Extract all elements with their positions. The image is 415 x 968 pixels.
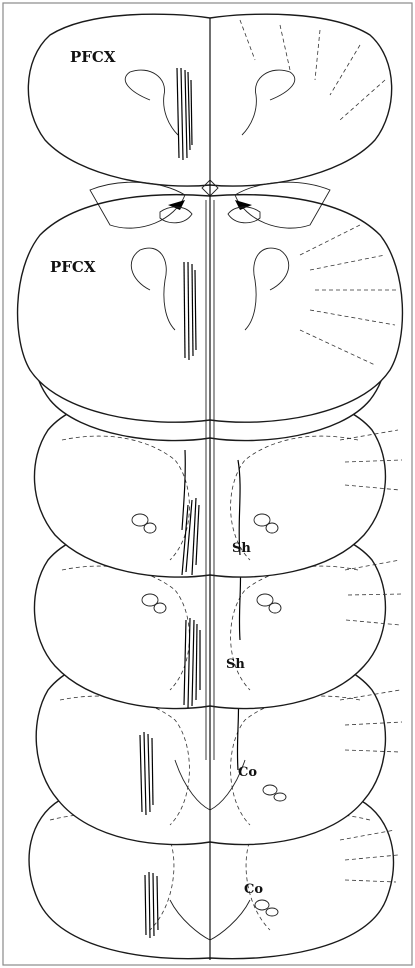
label-co-2: Co <box>244 882 263 897</box>
label-sh-1: Sh <box>232 541 251 556</box>
label-sh-2: Sh <box>226 657 245 672</box>
label-pfcx-2: PFCX <box>50 258 96 276</box>
label-pfcx-1: PFCX <box>70 48 116 66</box>
label-co-1: Co <box>238 765 257 780</box>
